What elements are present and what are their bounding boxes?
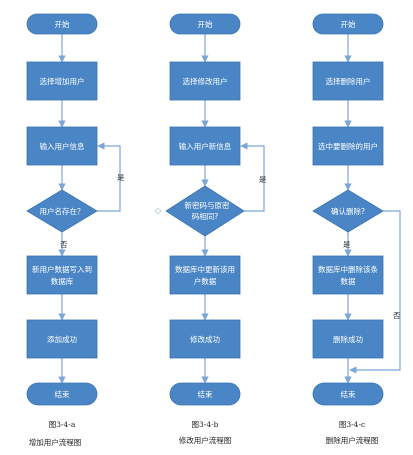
flow-c-end-label: 结束 [341,389,356,399]
flow-c: 开始 选择删除用户 选中要删除的用户 确认删除? 是 否 数据库中删除该条 数据… [312,13,401,445]
flow-b-start-node [169,13,241,35]
flow-a-start-label: 开始 [55,19,70,29]
flow-c-decision-label: 确认删除? [331,206,365,216]
flow-c-caption: 删除用户流程图 [326,435,379,445]
flow-b-step2-label: 输入用户新信息 [179,141,232,151]
flow-c-step3-box [312,255,384,295]
flow-a-decision-label: 用户名存在？ [40,206,85,216]
flow-a-step3-box [26,255,98,295]
flow-a-end-node [26,382,98,406]
flow-b-step2-box [169,126,241,166]
flow-c-step3-label-line2: 数据 [341,276,356,286]
flow-b-decision-diamond [165,185,245,237]
flow-b-step3-box [169,255,241,295]
flow-b-step4-box [169,319,241,359]
flow-a-step2-label: 输入用户信息 [40,141,85,151]
flow-b-decision-label-line1: 新密码与原密 [185,200,230,210]
flow-c-step2-box [312,126,384,166]
flow-c-step1-box [312,61,384,101]
flow-a-caption: 增加用户流程图 [29,437,82,447]
flow-c-step3-label-line1: 数据库中删除该条 [318,264,378,274]
flow-c-step4-label: 删除成功 [333,334,363,344]
edge-a-decision-yes-loop [97,142,121,212]
flow-a-step4-box [26,319,98,359]
flow-a-step2-box [26,126,98,166]
flow-a-figure-number: 图3-4-a [49,420,76,429]
flow-b-yes-label: 是 [259,175,267,184]
flow-a-start-node [26,13,98,35]
flow-a: 开始 选择增加用户 输入用户信息 用户名存在？ 是 否 新用户数据写入到 数据库… [26,13,125,447]
flow-a-decision-diamond [26,189,98,233]
edge-c-decision-no-path [349,210,401,374]
flow-c-yes-label: 是 [343,240,351,249]
flow-c-start-label: 开始 [341,19,356,29]
flow-b-figure-number: 图3-4-b [192,420,219,429]
flow-a-step1-label: 选择增加用户 [40,76,85,86]
flow-b-step1-label: 选择修改用户 [183,76,228,86]
flow-a-end-label: 结束 [55,389,70,399]
flow-a-yes-label: 是 [117,173,125,182]
flow-b-end-label: 结束 [198,389,213,399]
flow-c-end-node [312,382,384,406]
flow-c-decision-diamond [312,189,384,233]
flow-b: 开始 选择修改用户 输入用户新信息 新密码与原密 码相同? 是 数据库中更新该用… [154,13,267,445]
flow-a-no-label: 否 [60,240,68,249]
flow-a-step1-box [26,61,98,101]
flow-a-step4-label: 添加成功 [47,334,77,344]
flow-b-step4-label: 修改成功 [190,334,220,344]
flow-b-left-connector-dot [154,207,162,215]
flow-a-step3-label-line2: 数据库 [51,276,74,286]
flow-b-decision-label-line2: 码相同? [192,211,218,221]
flow-c-figure-number: 图3-4-c [339,420,365,429]
flow-c-step1-label: 选择删除用户 [326,76,371,86]
edge-b-decision-yes-loop [240,142,265,212]
flow-b-end-node [169,382,241,406]
flow-c-no-label: 否 [393,311,401,320]
flow-c-step2-label: 选中要删除的用户 [318,141,378,151]
flow-c-step4-box [312,319,384,359]
flow-b-caption: 修改用户流程图 [179,435,232,445]
flow-c-start-node [312,13,384,35]
flow-b-step3-label-line2: 户数据 [194,276,217,286]
flow-b-step3-label-line1: 数据库中更新该用 [175,264,235,274]
flow-b-step1-box [169,61,241,101]
flow-a-step3-label-line1: 新用户数据写入到 [32,264,92,274]
flow-b-start-label: 开始 [198,19,213,29]
